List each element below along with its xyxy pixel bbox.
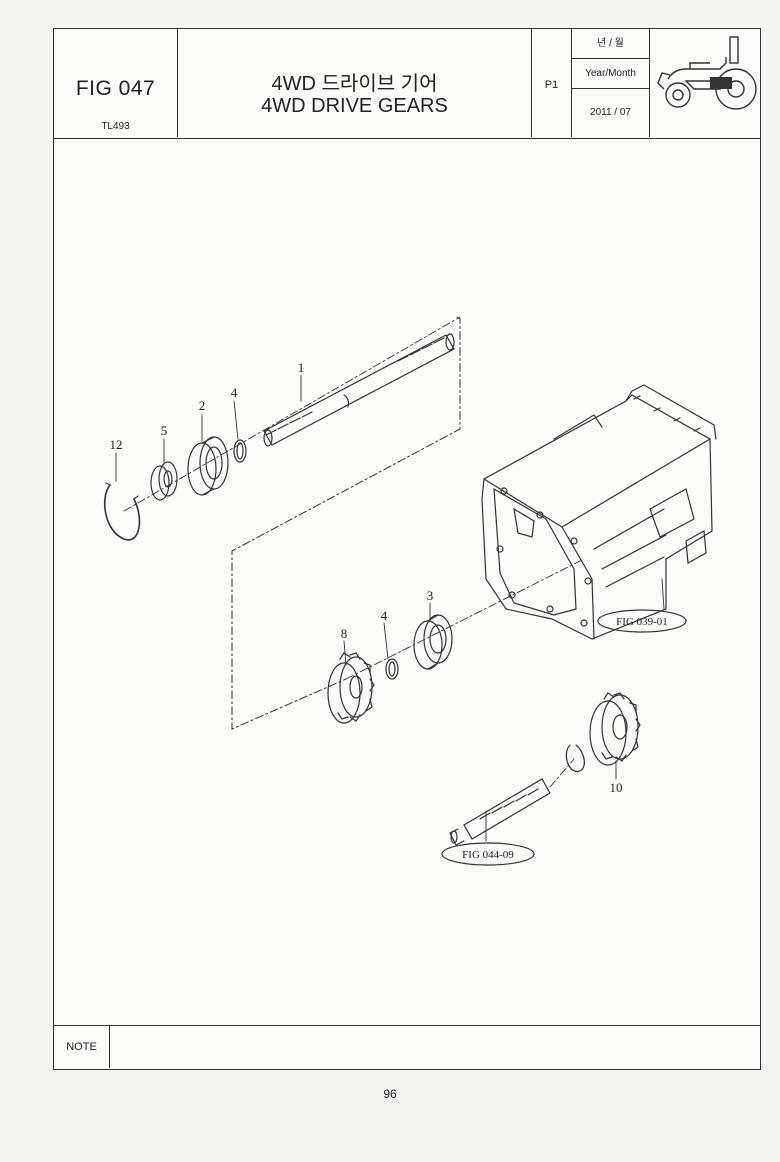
date-label-korean: 년 / 월 bbox=[572, 29, 649, 59]
gear-part-10 bbox=[589, 692, 641, 766]
note-label: NOTE bbox=[54, 1026, 110, 1068]
callout-8: 8 bbox=[341, 626, 348, 641]
parts-svg: 1 2 4 5 12 3 4 8 10 FIG 039-01 FIG 044-0… bbox=[103, 316, 717, 866]
fig-number: FIG 047 bbox=[75, 77, 156, 100]
callout-1: 1 bbox=[298, 360, 305, 375]
callout-4b: 4 bbox=[381, 608, 388, 623]
callout-10: 10 bbox=[610, 780, 623, 795]
date-value: 2011 / 07 bbox=[590, 107, 631, 118]
callout-12: 12 bbox=[110, 437, 123, 452]
header-block: FIG 047 TL493 4WD 드라이브 기어 4WD DRIVE GEAR… bbox=[54, 29, 760, 139]
gear-part-8 bbox=[327, 652, 375, 724]
page-number: 96 bbox=[383, 1087, 397, 1101]
page-frame: FIG 047 TL493 4WD 드라이브 기어 4WD DRIVE GEAR… bbox=[53, 28, 761, 1070]
output-shaft bbox=[449, 758, 575, 846]
title-cell: 4WD 드라이브 기어 4WD DRIVE GEARS bbox=[178, 29, 532, 137]
tractor-icon bbox=[657, 36, 757, 110]
callout-4a: 4 bbox=[231, 385, 238, 400]
title-english: 4WD DRIVE GEARS bbox=[261, 95, 448, 117]
title-korean: 4WD 드라이브 기어 bbox=[271, 73, 438, 95]
ref-housing-label: FIG 039-01 bbox=[616, 616, 668, 628]
callout-2: 2 bbox=[199, 398, 206, 413]
bearing-part-2 bbox=[187, 436, 229, 496]
fig-cell: FIG 047 TL493 bbox=[54, 29, 178, 137]
ref-shaft-label: FIG 044-09 bbox=[462, 849, 514, 861]
ref-oval-housing bbox=[597, 609, 687, 633]
callout-3: 3 bbox=[427, 588, 434, 603]
ref-oval-shaft bbox=[441, 842, 535, 866]
collar-part-5 bbox=[150, 461, 178, 501]
snap-ring-part-4b bbox=[385, 658, 399, 680]
date-label-english: Year/Month bbox=[572, 59, 649, 89]
callout-5: 5 bbox=[161, 423, 168, 438]
transmission-housing bbox=[481, 384, 717, 640]
exploded-parts-drawing: 1 2 4 5 12 3 4 8 10 FIG 039-01 FIG 044-0… bbox=[54, 139, 760, 1027]
snap-ring-part-4a bbox=[233, 439, 247, 463]
model-code: TL493 bbox=[101, 121, 130, 132]
bearing-part-3 bbox=[413, 614, 453, 670]
main-shaft-part-1 bbox=[263, 333, 455, 447]
date-cell: 년 / 월 Year/Month 2011 / 07 bbox=[572, 29, 650, 137]
assembly-line-upper bbox=[231, 316, 461, 730]
circlip-part-12 bbox=[103, 482, 141, 541]
snap-ring-gear-10 bbox=[565, 744, 585, 772]
page-code: P1 bbox=[544, 79, 559, 91]
logo-cell bbox=[650, 29, 760, 137]
note-row: NOTE bbox=[54, 1025, 760, 1069]
page-cell: P1 bbox=[532, 29, 572, 137]
